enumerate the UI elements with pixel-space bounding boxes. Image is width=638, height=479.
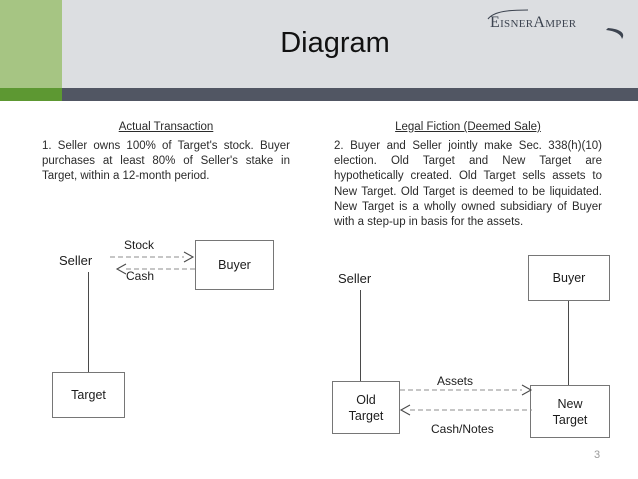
left-node-target: Target: [52, 372, 125, 418]
left-edge-label-cash: Cash: [126, 269, 155, 283]
page-number: 3: [594, 449, 601, 461]
header-background: [62, 0, 638, 88]
sidebar-accent-light: [0, 0, 62, 88]
left-edge-seller-target: [88, 272, 89, 372]
right-node-new-target: New Target: [530, 385, 610, 438]
right-edge-buyer-newtarget: [568, 301, 569, 385]
brand-logo-text: EisnerAmper: [490, 14, 577, 31]
right-column-heading: Legal Fiction (Deemed Sale): [395, 121, 541, 133]
right-node-old-target-line1: Old: [356, 392, 376, 407]
sidebar-accent-dark: [0, 88, 62, 101]
right-exchange-arrows: [399, 384, 533, 416]
right-node-new-target-line2: Target: [552, 412, 588, 427]
left-column-body: 1. Seller owns 100% of Target's stock. B…: [42, 140, 290, 183]
right-node-buyer: Buyer: [528, 255, 610, 301]
right-edge-label-cash-notes: Cash/Notes: [431, 422, 494, 436]
eisneramper-swoosh-icon: [487, 9, 624, 39]
left-exchange-arrows: [110, 251, 198, 275]
brand-logo: EisnerAmper: [480, 8, 630, 42]
right-node-old-target: Old Target: [332, 381, 400, 434]
right-edge-seller-oldtarget: [360, 290, 361, 381]
right-column-body: 2. Buyer and Seller jointly make Sec. 33…: [334, 140, 602, 229]
left-edge-label-stock: Stock: [124, 238, 155, 252]
left-node-buyer: Buyer: [195, 240, 274, 290]
right-node-old-target-line2: Target: [348, 408, 384, 423]
left-column-heading: Actual Transaction: [118, 121, 214, 133]
left-node-seller: Seller: [59, 253, 93, 268]
page-title: Diagram: [280, 27, 390, 59]
right-edge-label-assets: Assets: [437, 374, 474, 388]
right-node-seller: Seller: [338, 271, 372, 286]
right-node-new-target-line1: New: [557, 396, 583, 411]
header-divider-bar: [62, 88, 638, 101]
